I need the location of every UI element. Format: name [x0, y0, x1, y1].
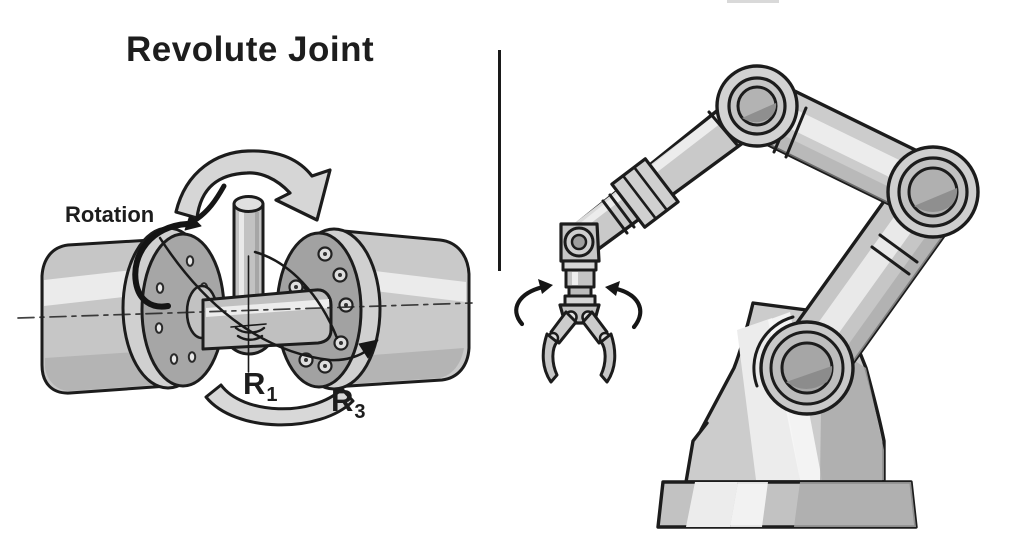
- bottom-arc-band: [204, 383, 355, 427]
- upper-arm-shadow: [744, 119, 926, 219]
- diagram-title: Revolute Joint: [126, 30, 375, 69]
- wrist-link-highlight: [567, 95, 747, 237]
- rotation-c-arc: [132, 221, 190, 310]
- bolt-hole: [169, 353, 179, 365]
- bolt: [317, 358, 333, 374]
- left-finger-claw: [541, 332, 559, 384]
- pin-top-cap: [232, 195, 265, 213]
- gripper-body: [564, 268, 596, 289]
- forearm-collar-ring: [878, 233, 919, 264]
- panel-divider: [498, 50, 501, 271]
- right-finger-claw: [599, 332, 617, 384]
- wrist-ring: [601, 199, 629, 235]
- forearm-highlight: [793, 182, 937, 372]
- wrist-rotation-arrowhead-left: [538, 279, 553, 294]
- upper-arm-collar-ring: [784, 106, 808, 159]
- orbit-arrowhead: [358, 339, 379, 359]
- bolt-hole: [155, 282, 165, 294]
- joint-label-r3-sub: 3: [354, 401, 366, 423]
- wrist-rotation-arrow-right: [614, 286, 643, 330]
- rotation-label: Rotation: [65, 202, 155, 227]
- shoulder-outer-arc: [752, 315, 795, 388]
- bolt: [338, 297, 354, 313]
- bolt: [317, 246, 333, 262]
- shoulder-hub-shade: [786, 366, 833, 389]
- bolt-hole: [187, 351, 197, 363]
- wrist-rotation-arrow-left: [514, 284, 546, 327]
- wrist-joint-pin: [570, 233, 588, 251]
- shaft-highlight: [206, 299, 329, 317]
- joint-label-r1-sub: 1: [266, 384, 278, 406]
- wrist-ring: [608, 193, 636, 229]
- pedestal-highlight: [737, 318, 800, 480]
- band-separator: [621, 174, 658, 220]
- elbow-hub-shade: [742, 103, 777, 123]
- joint-label-r3-base: R: [331, 383, 354, 418]
- joint-label-r3: R3: [331, 383, 366, 423]
- centerline: [17, 302, 473, 319]
- forearm-shadow: [823, 204, 961, 388]
- orbit-curve-left: [158, 236, 371, 362]
- robot-arm-illustration: [514, 0, 980, 529]
- pin-shade: [255, 212, 259, 312]
- bolt: [332, 267, 348, 283]
- bolt: [333, 335, 349, 351]
- pin-axis-tick: [230, 323, 267, 328]
- base-plate-bright-stripe: [730, 482, 768, 527]
- gripper-body-highlight: [572, 272, 578, 285]
- bolt-hole: [185, 255, 195, 267]
- rotation-band-arrow: [174, 149, 332, 222]
- base-plate-highlight: [686, 482, 738, 527]
- right-joint-hub-shade: [914, 188, 958, 212]
- orbit-curve-right: [253, 250, 339, 340]
- base-plate-shadow: [794, 482, 916, 527]
- joint-label-r1-base: R: [243, 366, 266, 401]
- top-edge-mark: [727, 0, 779, 3]
- forearm-collar-ring: [870, 245, 911, 276]
- revolute-joint-diagram: [17, 149, 473, 427]
- joint-label-r1: R1: [243, 366, 278, 406]
- wrist-rotation-arrowhead-right: [605, 281, 620, 296]
- pin-highlight: [239, 212, 244, 312]
- small-rotation-arrow: [194, 183, 227, 222]
- bolt-hole: [154, 322, 164, 334]
- band-separator: [632, 166, 669, 212]
